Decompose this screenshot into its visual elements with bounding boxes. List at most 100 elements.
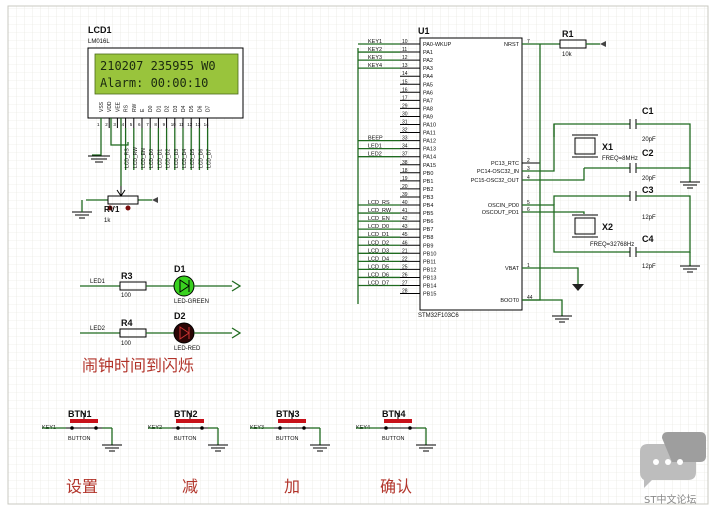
lcd-pin-name: D3 [173, 105, 179, 112]
lcd-pin-number: 3 [113, 122, 116, 127]
x1-ref: X1 [602, 142, 613, 152]
mcu-net-label: BEEP [368, 136, 383, 142]
mcu-pin-number: 30 [402, 111, 408, 117]
mcu-pin-name: PA7 [423, 98, 433, 104]
lcd-pin-number: 6 [138, 122, 141, 127]
lcd-pin-name: D0 [148, 105, 154, 112]
lcd-net-label: LCD_EN [141, 148, 147, 168]
lcd-pin-name: VDD [107, 101, 113, 112]
pot-body [107, 195, 139, 205]
lcd-pin-name: D2 [165, 105, 171, 112]
mcu-net-label: LCD_D1 [368, 232, 389, 238]
lcd-pin-name: D1 [156, 105, 162, 112]
mcu-pin-name: PA8 [423, 106, 433, 112]
lcd-pin-name: D5 [189, 105, 195, 112]
mcu-pin-number: 2 [527, 158, 530, 164]
mcu-pin-name: PA4 [423, 74, 433, 80]
lcd-net-label: LCD_RW [133, 147, 139, 168]
d2-ref: D2 [174, 311, 186, 321]
lcd-module[interactable]: LCD1 LM016L 210207 235955 W0 Alarm: 00:0… [87, 25, 244, 170]
mcu-pin-name: PA12 [423, 139, 436, 145]
mcu-pin-name: PA0-WKUP [423, 42, 452, 48]
mcu-net-label: LED2 [368, 152, 382, 158]
lcd-pin-number: 4 [122, 122, 125, 127]
mcu-net-label: LCD_RW [368, 208, 392, 214]
mcu-pin-number: 14 [402, 71, 408, 77]
button-ref: BTN2 [174, 409, 198, 419]
led-green-circuit[interactable]: LED1 R3 100 D1 LED-GREEN [80, 264, 242, 305]
mcu-pin-name: PB15 [423, 292, 436, 298]
crystal-x1-circuit[interactable]: X1 FREQ=8MHz C1 20pF C2 20pF [522, 106, 700, 189]
mcu-pin-number: 40 [402, 200, 408, 206]
mcu-pin-name: PB0 [423, 171, 433, 177]
crystal-x2-circuit[interactable]: X2 FREQ=32768Hz C3 12pF C4 12pF [522, 185, 700, 273]
lcd-net-label: LCD_RS [125, 148, 131, 168]
lcd-pin-number: 2 [105, 122, 108, 127]
lcd-net-label: LCD_D7 [207, 149, 213, 168]
lcd-pin-group: VSS1VDD2VEE3RS4RW5E6D07D18D29D310D411D51… [97, 101, 213, 170]
mcu-pin-number: 19 [402, 176, 408, 182]
lcd-net-label: LCD_D0 [149, 149, 155, 168]
lcd-pin-number: 1 [97, 122, 100, 127]
mcu-pin-name: VBAT [505, 266, 520, 272]
mcu-pin-name: PA10 [423, 123, 436, 129]
mcu-u1[interactable]: U1 STM32F103C6 PA0-WKUP10KEY1PA111KEY2PA… [358, 26, 540, 319]
c1-ref: C1 [642, 106, 654, 116]
mcu-pin-number: 33 [402, 136, 408, 142]
c4-value: 12pF [642, 264, 656, 270]
button-caption: 确认 [380, 477, 412, 496]
mcu-pin-name: PB5 [423, 211, 433, 217]
button-ref: BTN4 [382, 409, 406, 419]
mcu-pin-name: PB1 [423, 179, 433, 185]
mcu-pin-number: 10 [402, 39, 408, 45]
x1-body [574, 137, 596, 155]
mcu-part: STM32F103C6 [418, 313, 459, 319]
mcu-net-label: LCD_D6 [368, 272, 389, 278]
button-caption: 加 [284, 477, 300, 496]
c2-ref: C2 [642, 148, 654, 158]
mcu-pin-number: 32 [402, 128, 408, 134]
mcu-pin-number: 7 [527, 39, 530, 45]
mcu-pin-number: 31 [402, 120, 408, 126]
lcd-pin-number: 9 [163, 122, 166, 127]
led-red-circuit[interactable]: LED2 R4 100 D2 LED-RED [80, 311, 242, 352]
potentiometer-rv1[interactable]: RV1 1k [72, 186, 158, 224]
mcu-pin-number: 5 [527, 200, 530, 206]
mcu-left-pins: PA0-WKUP10KEY1PA111KEY2PA212KEY3PA313KEY… [358, 39, 452, 298]
mcu-net-label: LED1 [368, 144, 382, 150]
c3-ref: C3 [642, 185, 654, 195]
mcu-pin-name: PA2 [423, 58, 433, 64]
r1-ref: R1 [562, 29, 574, 39]
d1-ref: D1 [174, 264, 186, 274]
mcu-pin-name: OSCOUT_PD1 [482, 210, 519, 216]
ground-symbol [88, 155, 110, 163]
mcu-pin-name: PB3 [423, 195, 433, 201]
mcu-net-label: LCD_D3 [368, 248, 389, 254]
x2-body [574, 217, 596, 235]
sheet-border [7, 5, 709, 505]
mcu-pin-number: 4 [527, 175, 530, 181]
lcd-net-label: LCD_D2 [166, 149, 172, 168]
r1-value: 10k [562, 52, 573, 58]
lcd-net-label: LCD_D3 [174, 149, 180, 168]
mcu-pin-name: PB12 [423, 267, 436, 273]
lcd-pin-name: RS [124, 104, 130, 112]
mcu-pin-number: 11 [402, 47, 407, 53]
c3-value: 12pF [642, 215, 656, 221]
mcu-pin-number: 13 [402, 63, 408, 69]
mcu-pin-number: 12 [402, 55, 408, 61]
mcu-pin-name: PB4 [423, 203, 433, 209]
lcd-screen [94, 53, 239, 95]
pot-value: 1k [104, 218, 111, 224]
lcd-pin-number: 10 [171, 122, 177, 127]
mcu-pin-number: 20 [402, 184, 408, 190]
mcu-pin-name: NRST [504, 42, 520, 48]
lcd-pin-number: 12 [187, 122, 193, 127]
mcu-pin-name: PB14 [423, 284, 436, 290]
r3-ref: R3 [121, 271, 133, 281]
d1-part: LED-GREEN [174, 299, 209, 305]
